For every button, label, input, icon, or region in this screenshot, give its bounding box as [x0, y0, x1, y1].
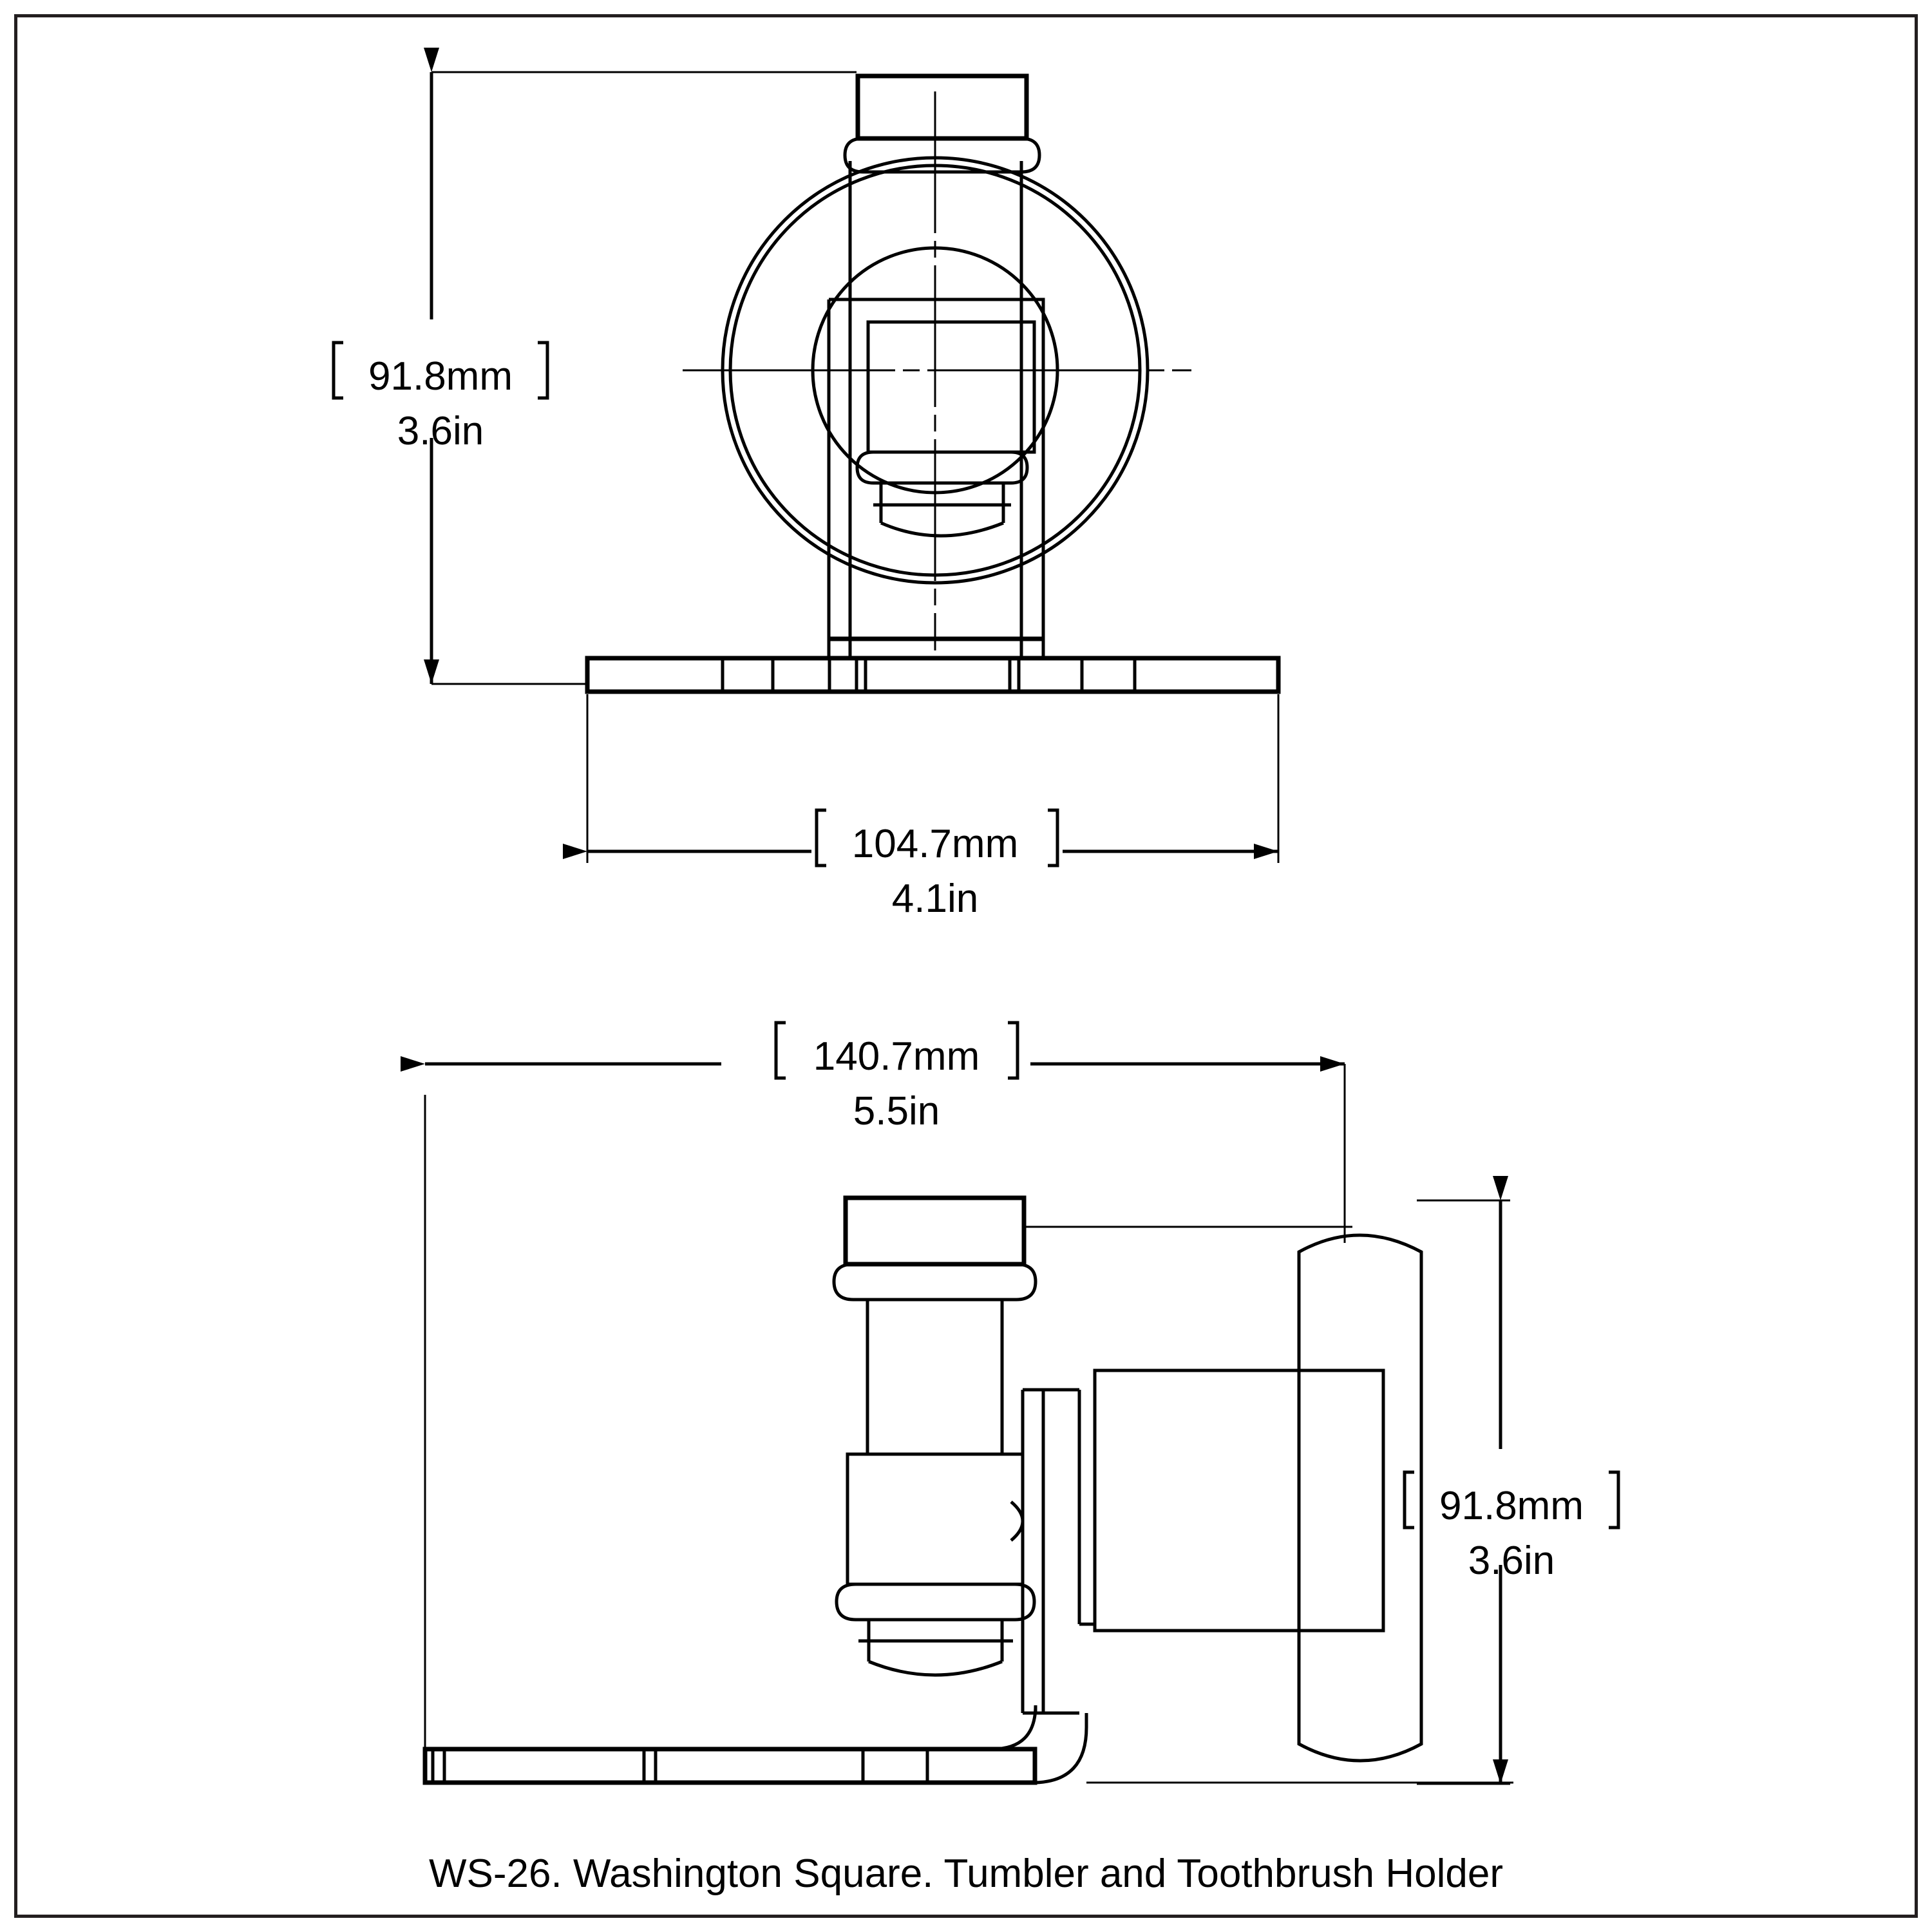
bracket-close-front-width: [1048, 808, 1059, 867]
bracket-close-front-height: [538, 341, 549, 400]
top-cap: [855, 73, 1029, 141]
dimension-front-height: [424, 48, 857, 685]
side-tumbler-cup-block: [1093, 1368, 1385, 1633]
post-side-edges: [848, 161, 1023, 657]
dimension-side-width: [401, 1056, 1352, 1243]
dimension-front-height-label: 91.8mm 3.6in: [332, 341, 549, 453]
side-holder-ring: [1297, 1233, 1423, 1763]
side-width-inch: 5.5in: [853, 1089, 940, 1133]
lower-step-bottom-arc: [880, 521, 1004, 538]
bracket-open-front-height: [332, 341, 343, 400]
dimension-side-height: [1417, 1176, 1510, 1785]
cap-bead: [843, 137, 1041, 174]
side-backplate-caps: [1023, 1388, 1079, 1715]
side-width-mm: 140.7mm: [813, 1034, 980, 1079]
side-backplate-edge: [1021, 1390, 1045, 1713]
side-base-plate: [422, 1747, 1037, 1785]
side-base-divisions: [431, 1749, 929, 1783]
bracket-open-front-width: [815, 808, 826, 867]
side-lower-bead: [835, 1582, 1036, 1622]
front-height-inch: 3.6in: [397, 409, 484, 453]
bracket-open-side-height: [1403, 1470, 1414, 1530]
dimension-front-width-label: 104.7mm 4.1in: [815, 808, 1059, 921]
side-hinge-arc: [1010, 1501, 1025, 1542]
side-top-cap: [843, 1195, 1027, 1267]
base-plate-divisions: [721, 658, 1137, 692]
lower-bead-1: [855, 450, 1029, 485]
side-height-inch: 3.6in: [1468, 1539, 1555, 1583]
dimension-side-height-label: 91.8mm 3.6in: [1403, 1470, 1620, 1583]
front-view-geometry: [585, 73, 1281, 694]
dimension-front-width: [563, 694, 1280, 863]
bracket-block: [827, 298, 1045, 657]
front-width-inch: 4.1in: [892, 876, 978, 921]
bracket-close-side-width: [1008, 1021, 1019, 1080]
side-base-riser-inner: [1034, 1713, 1088, 1785]
side-tumbler-sides: [866, 1300, 1004, 1454]
sheet-border: [14, 14, 1918, 1918]
bracket-open-side-width: [774, 1021, 786, 1080]
front-height-mm: 91.8mm: [368, 354, 513, 399]
front-width-mm: 104.7mm: [852, 822, 1018, 866]
dimension-side-width-label: 140.7mm 5.5in: [774, 1021, 1019, 1133]
base-plate: [585, 656, 1281, 694]
side-base-riser-outer: [927, 1705, 1037, 1751]
side-cap-bead: [832, 1262, 1037, 1302]
drawing-caption: WS-26. Washington Square. Tumbler and To…: [429, 1852, 1503, 1896]
lower-step-sides: [879, 483, 1005, 523]
side-center-collar: [846, 1452, 1025, 1586]
side-height-mm: 91.8mm: [1439, 1484, 1584, 1528]
side-view-geometry: [422, 1095, 1513, 1785]
bracket-close-side-height: [1609, 1470, 1620, 1530]
side-foot-arc: [868, 1660, 1003, 1677]
center-collar: [866, 320, 1036, 454]
